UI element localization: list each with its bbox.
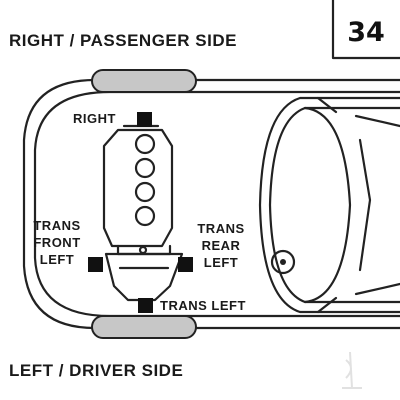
mount-trans-left-label: TRANS LEFT <box>160 298 246 313</box>
svg-text:REAR: REAR <box>202 238 241 253</box>
svg-text:LEFT: LEFT <box>204 255 239 270</box>
diagram-number-box: 34 <box>331 0 400 60</box>
driver-side-heading: LEFT / DRIVER SIDE <box>9 361 183 380</box>
mount-trans-front-left-label: TRANS FRONT LEFT <box>33 218 80 267</box>
mount-trans-rear-left-label: TRANS REAR LEFT <box>197 221 244 270</box>
mount-trans-front-left-marker <box>88 257 103 272</box>
car-body-outline <box>22 78 400 330</box>
svg-text:RIGHT: RIGHT <box>73 111 116 126</box>
mount-right-marker <box>137 112 152 127</box>
svg-text:TRANS: TRANS <box>33 218 80 233</box>
passenger-side-heading: RIGHT / PASSENGER SIDE <box>9 31 237 50</box>
svg-text:TRANS: TRANS <box>197 221 244 236</box>
steering-wheel-icon <box>270 249 296 275</box>
cabin-outline <box>258 96 400 314</box>
diagram-number: 34 <box>347 17 385 48</box>
watermark-logo <box>342 351 362 389</box>
mount-right-label: RIGHT <box>73 111 116 126</box>
svg-text:TRANS LEFT: TRANS LEFT <box>160 298 246 313</box>
transmission <box>104 252 184 302</box>
engine-block <box>102 124 174 256</box>
svg-text:LEFT: LEFT <box>40 252 75 267</box>
mount-trans-rear-left-marker <box>178 257 193 272</box>
svg-text:FRONT: FRONT <box>33 235 80 250</box>
front-right-wheel <box>91 69 197 93</box>
front-left-wheel <box>91 315 197 339</box>
mount-trans-left-marker <box>138 298 153 313</box>
